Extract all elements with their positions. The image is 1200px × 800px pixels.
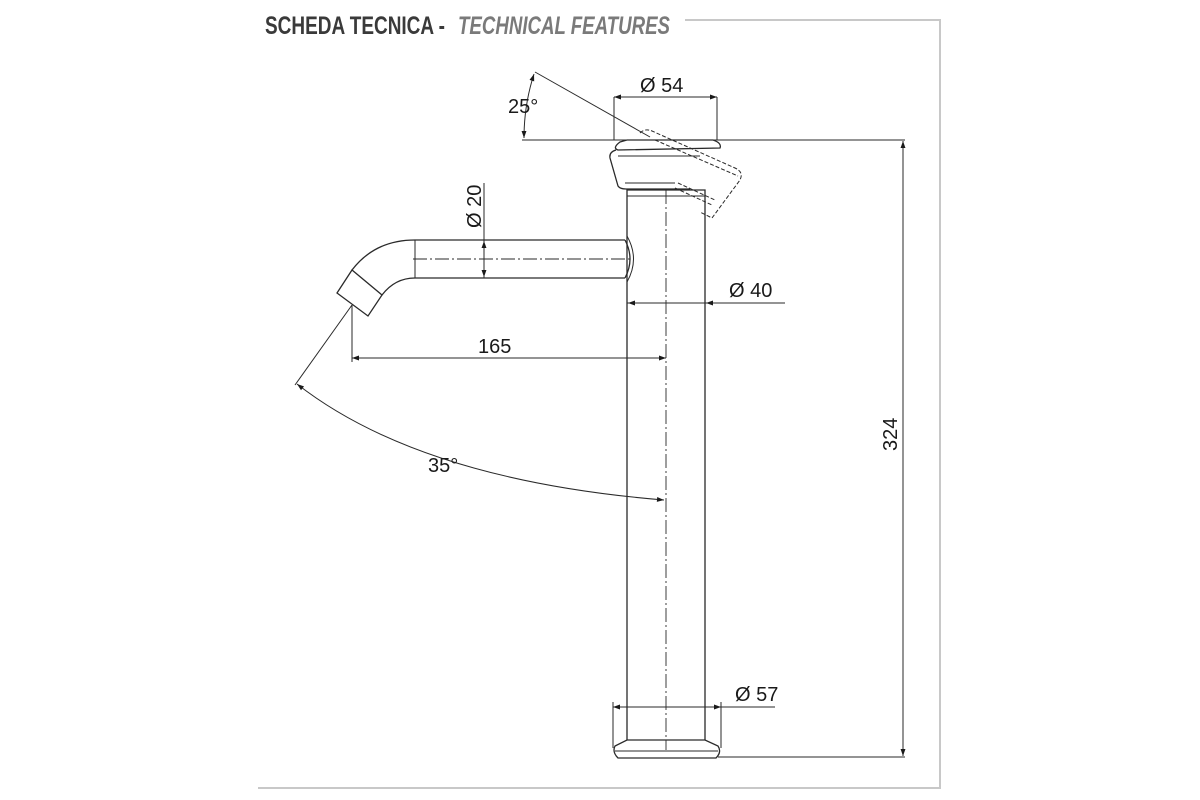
label-base-diameter: Ø 57 bbox=[735, 684, 778, 706]
dim-spout-diameter: Ø 20 bbox=[464, 183, 487, 278]
dim-base-diameter: Ø 57 bbox=[612, 684, 778, 748]
label-spout-diameter: Ø 20 bbox=[464, 185, 486, 228]
dim-handle-angle: 25° bbox=[508, 71, 905, 141]
faucet-handle bbox=[609, 129, 742, 219]
label-total-height: 324 bbox=[880, 418, 902, 451]
label-handle-angle: 25° bbox=[508, 96, 538, 118]
label-spout-reach: 165 bbox=[478, 336, 511, 358]
sheet-frame bbox=[258, 19, 941, 789]
faucet-body bbox=[626, 189, 706, 750]
dim-total-height: 324 bbox=[718, 141, 906, 758]
sheet-title: SCHEDA TECNICA - TECHNICAL FEATURES bbox=[265, 12, 670, 40]
label-body-diameter: Ø 40 bbox=[729, 280, 772, 302]
title-english: TECHNICAL FEATURES bbox=[458, 12, 670, 40]
label-handle-diameter: Ø 54 bbox=[640, 75, 683, 97]
label-spout-angle: 35° bbox=[428, 455, 458, 477]
faucet-spout bbox=[336, 235, 634, 317]
title-italian: SCHEDA TECNICA - bbox=[265, 12, 445, 40]
faucet-base bbox=[613, 739, 721, 759]
dim-body-diameter: Ø 40 bbox=[627, 280, 785, 306]
dim-spout-reach: 165 bbox=[351, 305, 666, 362]
dim-handle-diameter: Ø 54 bbox=[613, 75, 718, 140]
dim-spout-angle: 35° bbox=[294, 304, 665, 502]
